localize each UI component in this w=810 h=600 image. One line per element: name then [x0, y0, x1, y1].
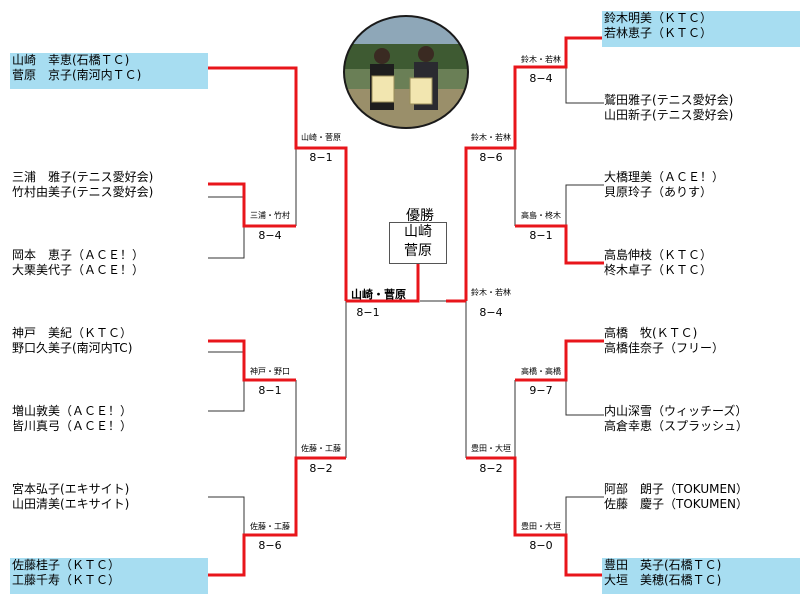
- player-name: 高島伸枝（ＫＴＣ）: [604, 248, 713, 262]
- team-right-3: 大橋理美（ＡＣＥ！） 貝原玲子（ありす）: [602, 170, 724, 200]
- champion-name: 菅原: [404, 243, 432, 259]
- team-right-1: 鈴木明美（ＫＴＣ） 若林恵子（ＫＴＣ）: [602, 11, 800, 47]
- match-score: 8−1: [529, 229, 553, 242]
- player-name: 大栗美代子（ＡＣＥ！）: [12, 263, 145, 277]
- match-score: 8−2: [309, 462, 333, 475]
- player-name: 鈴木明美（ＫＴＣ）: [604, 11, 713, 25]
- match-winner-label: 佐藤・工藤: [250, 522, 290, 531]
- player-name: 高橋 牧(ＫＴＣ): [604, 326, 698, 340]
- player-name: 貝原玲子（ありす）: [604, 185, 713, 199]
- player-name: 山田新子(テニス愛好会): [604, 108, 734, 122]
- match-winner-label: 佐藤・工藤: [301, 444, 341, 453]
- champion-name: 山崎: [404, 224, 432, 240]
- match-score: 8−0: [529, 539, 553, 552]
- player-name: 宮本弘子(エキサイト): [12, 482, 130, 496]
- team-left-4: 神戸 美紀（ＫＴＣ） 野口久美子(南河内TC): [10, 326, 132, 356]
- player-name: 竹村由美子(テニス愛好会): [12, 185, 154, 199]
- player-name: 柊木卓子（ＫＴＣ）: [604, 263, 713, 277]
- match-winner-label: 神戸・野口: [250, 367, 290, 376]
- match-score: 8−1: [258, 384, 282, 397]
- match-winner-label: 高橋・高橋: [521, 367, 561, 376]
- team-right-7: 阿部 朗子（TOKUMEN） 佐藤 慶子（TOKUMEN）: [602, 482, 748, 512]
- player-name: 鷲田雅子(テニス愛好会): [604, 93, 734, 107]
- player-name: 若林恵子（ＫＴＣ）: [604, 26, 713, 40]
- player-name: 内山深雪（ウィッチーズ）: [604, 404, 748, 418]
- match-winner-label: 山崎・菅原: [301, 133, 341, 142]
- player-name: 神戸 美紀（ＫＴＣ）: [12, 326, 133, 340]
- semifinal-winner-label: 鈴木・若林: [471, 288, 511, 297]
- player-name: 佐藤 慶子（TOKUMEN）: [604, 497, 749, 511]
- winners-photo: [343, 15, 469, 129]
- team-left-5: 増山敦美（ＡＣＥ！） 皆川真弓（ＡＣＥ！）: [10, 404, 132, 434]
- champion-box: 山崎 菅原: [389, 222, 447, 264]
- match-score: 8−4: [529, 72, 553, 85]
- player-name: 高倉幸恵（スプラッシュ）: [604, 419, 749, 433]
- champion-title: 優勝: [406, 208, 434, 224]
- match-score: 8−4: [258, 229, 282, 242]
- team-right-6: 内山深雪（ウィッチーズ） 高倉幸恵（スプラッシュ）: [602, 404, 748, 434]
- match-score: 9−7: [529, 384, 553, 397]
- player-name: 野口久美子(南河内TC): [12, 341, 133, 355]
- bracket-gray-lines: [208, 67, 604, 535]
- match-score: 8−6: [258, 539, 282, 552]
- player-name: 豊田 英子(石橋ＴＣ): [604, 558, 722, 572]
- player-name: 大橋理美（ＡＣＥ！）: [604, 170, 725, 184]
- player-name: 岡本 恵子（ＡＣＥ！）: [12, 248, 145, 262]
- match-score: 8−2: [479, 462, 503, 475]
- match-score: 8−1: [309, 151, 333, 164]
- match-winner-label: 鈴木・若林: [471, 133, 511, 142]
- player-name: 工藤千寿（ＫＴＣ）: [12, 573, 121, 587]
- match-score: 8−6: [479, 151, 503, 164]
- team-right-2: 鷲田雅子(テニス愛好会) 山田新子(テニス愛好会): [602, 93, 733, 123]
- bracket-win-lines: [208, 36, 604, 577]
- player-name: 皆川真弓（ＡＣＥ！）: [12, 419, 133, 433]
- match-winner-label: 三浦・竹村: [250, 211, 290, 220]
- match-score: 8−4: [479, 306, 503, 319]
- match-winner-label: 豊田・大垣: [521, 522, 561, 531]
- team-left-2: 三浦 雅子(テニス愛好会) 竹村由美子(テニス愛好会): [10, 170, 153, 200]
- player-name: 高橋佳奈子（フリー）: [604, 341, 725, 355]
- player-name: 菅原 京子(南河内ＴＣ): [12, 68, 142, 82]
- team-left-3: 岡本 恵子（ＡＣＥ！） 大栗美代子（ＡＣＥ！）: [10, 248, 144, 278]
- player-name: 山田清美(エキサイト): [12, 497, 130, 511]
- match-winner-label: 豊田・大垣: [471, 444, 511, 453]
- player-name: 阿部 朗子（TOKUMEN）: [604, 482, 749, 496]
- semifinal-winner-label: 山崎・菅原: [351, 288, 406, 301]
- match-score: 8−1: [356, 306, 380, 319]
- team-right-5: 高橋 牧(ＫＴＣ) 高橋佳奈子（フリー）: [602, 326, 724, 356]
- team-left-7: 佐藤桂子（ＫＴＣ） 工藤千寿（ＫＴＣ）: [10, 558, 208, 594]
- match-winner-label: 高島・柊木: [521, 211, 561, 220]
- player-name: 佐藤桂子（ＫＴＣ）: [12, 558, 121, 572]
- player-name: 大垣 美穂(石橋ＴＣ): [604, 573, 722, 587]
- match-winner-label: 鈴木・若林: [521, 55, 561, 64]
- player-name: 増山敦美（ＡＣＥ！）: [12, 404, 133, 418]
- team-right-4: 高島伸枝（ＫＴＣ） 柊木卓子（ＫＴＣ）: [602, 248, 712, 278]
- team-left-1: 山崎 幸恵(石橋ＴＣ) 菅原 京子(南河内ＴＣ): [10, 53, 208, 89]
- team-right-8: 豊田 英子(石橋ＴＣ) 大垣 美穂(石橋ＴＣ): [602, 558, 800, 594]
- player-name: 三浦 雅子(テニス愛好会): [12, 170, 154, 184]
- team-left-6: 宮本弘子(エキサイト) 山田清美(エキサイト): [10, 482, 129, 512]
- player-name: 山崎 幸恵(石橋ＴＣ): [12, 53, 130, 67]
